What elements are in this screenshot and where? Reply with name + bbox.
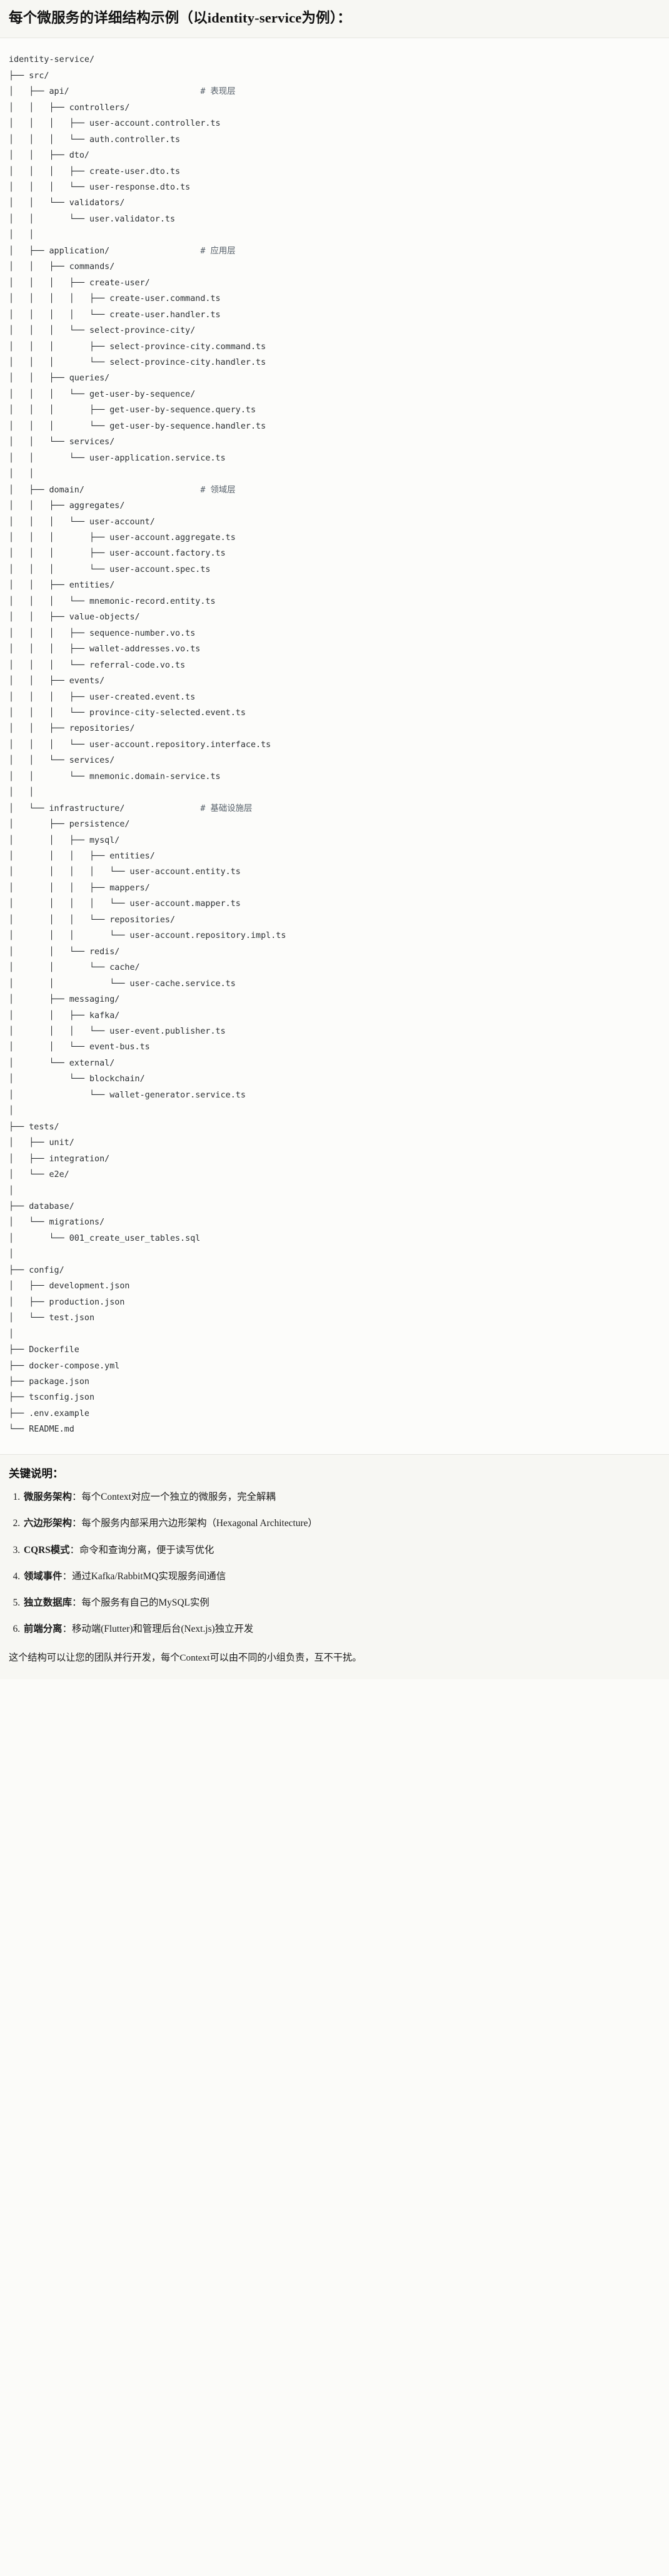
tree-comment: # 应用层 — [200, 246, 236, 256]
key-note-item: 前端分离：移动端(Flutter)和管理后台(Next.js)独立开发 — [23, 1622, 660, 1636]
page-root: 每个微服务的详细结构示例（以identity-service为例）： ident… — [0, 0, 669, 1679]
key-notes-title: 关键说明： — [9, 1467, 64, 1480]
key-note-description: 每个服务有自己的MySQL实例 — [81, 1597, 209, 1608]
key-notes-list: 微服务架构：每个Context对应一个独立的微服务，完全解耦六边形架构：每个服务… — [9, 1490, 660, 1636]
key-note-term: 独立数据库 — [24, 1597, 72, 1608]
key-note-description: 移动端(Flutter)和管理后台(Next.js)独立开发 — [71, 1623, 254, 1634]
tree-comment: # 表现层 — [200, 87, 236, 97]
key-note-description: 每个服务内部采用六边形架构（Hexagonal Architecture） — [81, 1518, 318, 1529]
key-note-term: CQRS模式 — [24, 1544, 70, 1555]
page-title: 每个微服务的详细结构示例（以identity-service为例）： — [9, 10, 351, 26]
key-notes-section: 关键说明： 微服务架构：每个Context对应一个独立的微服务，完全解耦六边形架… — [0, 1454, 669, 1679]
key-note-separator: ： — [71, 1597, 82, 1608]
tree-comment: # 领域层 — [200, 485, 236, 495]
key-note-separator: ： — [69, 1544, 79, 1555]
key-note-term: 前端分离 — [24, 1623, 63, 1634]
key-note-separator: ： — [62, 1623, 72, 1634]
key-note-item: 独立数据库：每个服务有自己的MySQL实例 — [23, 1596, 660, 1610]
key-note-separator: ： — [71, 1492, 82, 1503]
tree-comment: # 基础设施层 — [200, 803, 253, 813]
key-note-description: 命令和查询分离，便于读写优化 — [79, 1544, 214, 1555]
key-note-separator: ： — [62, 1571, 72, 1582]
key-note-description: 每个Context对应一个独立的微服务，完全解耦 — [81, 1492, 276, 1503]
key-note-item: 领域事件：通过Kafka/RabbitMQ实现服务间通信 — [23, 1569, 660, 1584]
directory-tree: identity-service/ ├── src/ │ ├── api/ # … — [9, 55, 286, 1435]
key-note-separator: ： — [71, 1518, 82, 1529]
key-note-term: 领域事件 — [24, 1571, 63, 1582]
directory-tree-section: identity-service/ ├── src/ │ ├── api/ # … — [0, 38, 669, 1455]
key-note-item: 六边形架构：每个服务内部采用六边形架构（Hexagonal Architectu… — [23, 1516, 660, 1530]
key-note-item: CQRS模式：命令和查询分离，便于读写优化 — [23, 1543, 660, 1557]
key-notes-footer: 这个结构可以让您的团队并行开发，每个Context可以由不同的小组负责，互不干扰… — [9, 1652, 362, 1663]
key-note-term: 微服务架构 — [24, 1492, 72, 1503]
key-note-description: 通过Kafka/RabbitMQ实现服务间通信 — [71, 1571, 226, 1582]
key-note-term: 六边形架构 — [24, 1518, 72, 1529]
heading-section: 每个微服务的详细结构示例（以identity-service为例）： — [0, 0, 669, 39]
key-note-item: 微服务架构：每个Context对应一个独立的微服务，完全解耦 — [23, 1490, 660, 1504]
